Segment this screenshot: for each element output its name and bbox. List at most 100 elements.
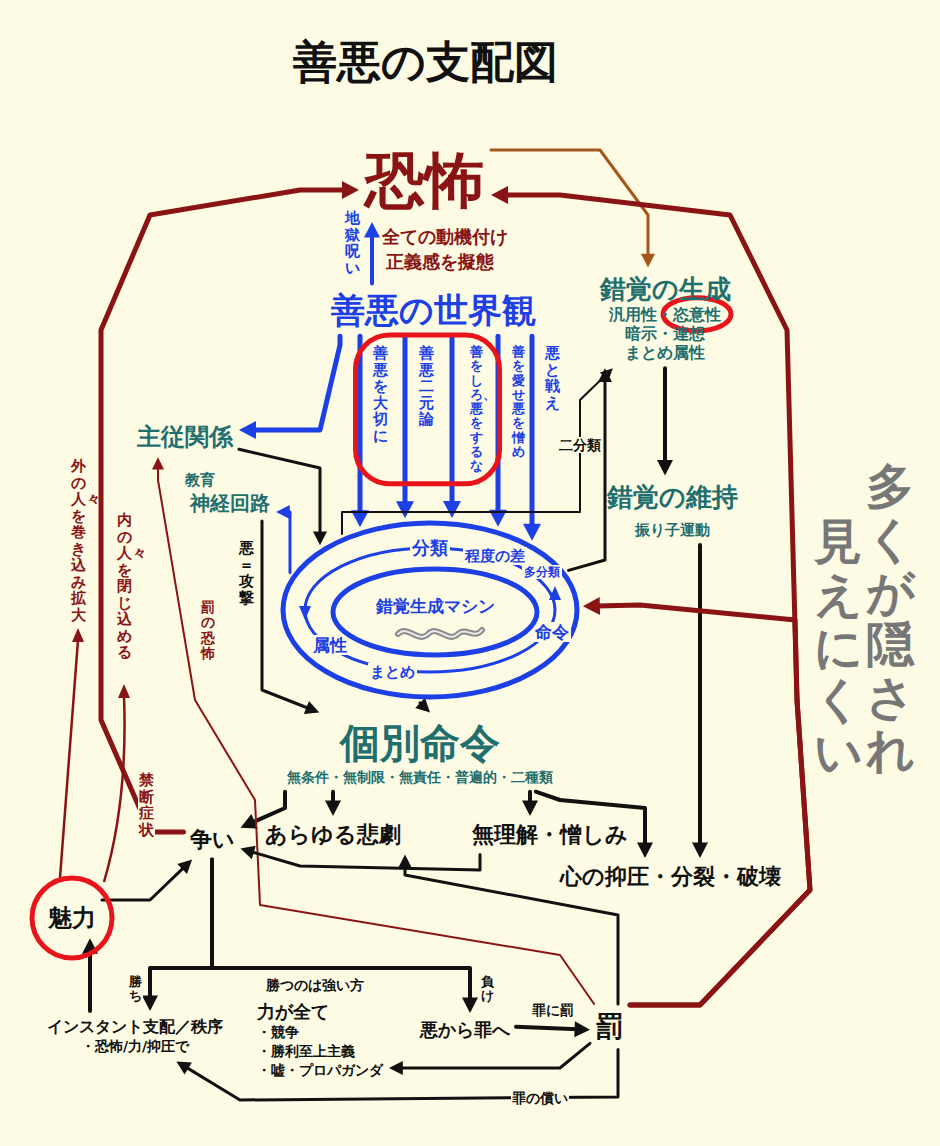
text-row: 無条件・無制限・無責任・普遍的・二種類: [287, 767, 553, 786]
edge-label: 罪に罰: [531, 1002, 575, 1019]
text-row: 神経回路: [190, 491, 270, 515]
node-text: 錯覚生成マシン: [374, 596, 497, 616]
connector-line: [403, 336, 408, 504]
node-text: あらゆる悲劇: [265, 822, 401, 848]
text-row: 善悪の世界観: [331, 290, 536, 331]
text-row: 力が全て: [257, 1001, 383, 1023]
highlight-circle: [32, 878, 112, 958]
arrowhead: [637, 843, 653, 858]
text-row: 個別命令: [287, 719, 553, 767]
node-text: ・競争: [257, 1024, 299, 1041]
connector: [657, 368, 673, 475]
node-text: 分類: [410, 537, 450, 559]
arrowhead: [176, 1061, 191, 1074]
node-text: ・勝利至上主義: [257, 1043, 355, 1060]
connector: [276, 505, 290, 573]
node-text: 錯覚の生成: [600, 274, 731, 305]
outer-people-note: 外の人々を巻き込み拡大: [70, 458, 87, 623]
arrowhead: [415, 698, 430, 713]
suppression-node: 心の抑圧・分裂・破壊: [557, 861, 784, 893]
node-text: 善悪の世界観: [331, 290, 536, 331]
node-text: まとめ属性: [625, 343, 705, 362]
arrowhead: [398, 854, 412, 868]
arrowhead: [522, 801, 538, 816]
connector: [523, 336, 541, 540]
edge-label: 善悪二元論: [418, 345, 435, 428]
arrowhead: [342, 181, 359, 199]
connector-line: [400, 1043, 590, 1068]
text-row: 振り子運動: [607, 513, 738, 539]
hidden-note: 多くが隠され: [865, 460, 915, 777]
highlight-marks: [32, 298, 731, 958]
arrowhead: [177, 859, 192, 874]
connector-line: [505, 195, 810, 1005]
connector-line: [370, 234, 374, 283]
connector-line: [698, 545, 702, 846]
leader-arrowhead: [72, 628, 84, 642]
text-row: 争い: [190, 827, 235, 853]
arrowhead: [583, 597, 600, 615]
node-text: まとめ: [368, 663, 417, 681]
arrowhead: [276, 505, 290, 519]
arrowhead: [364, 222, 380, 237]
text-row: 無理解・憎しみ: [472, 822, 628, 848]
text-row: 罰: [596, 1010, 624, 1044]
hatred-node: 無理解・憎しみ: [469, 819, 631, 851]
power-node: 力が全て・競争・勝利至上主義・嘘・プロパガンダ: [254, 998, 386, 1083]
node-text: ・嘘・プロパガンダ: [257, 1062, 383, 1079]
master-servant-node: 主従関係: [134, 420, 236, 455]
leader-arrow: [104, 696, 125, 882]
strong-wins-note: 勝つのは強い方: [265, 977, 365, 994]
node-text: 錯覚の維持: [607, 482, 738, 513]
inner-people-note: 内の人々を閉じ込める: [116, 512, 133, 661]
arrowhead: [462, 998, 478, 1013]
node-text: 心の抑圧・分裂・破壊: [560, 864, 781, 890]
arrowhead: [523, 524, 541, 541]
fear-node: 恐怖: [362, 141, 488, 219]
arrowhead: [600, 368, 613, 381]
leader-arrow: [60, 640, 78, 878]
node-text: 程度の差: [463, 547, 527, 565]
illusion-generation-node: 錯覚の生成汎用性・恣意性暗示・連想まとめ属性: [597, 271, 734, 366]
edge-label: 罰の恐怖: [200, 600, 216, 662]
node-text: 悪から罪へ: [420, 1019, 510, 1041]
attraction-node: 魅力: [45, 901, 99, 936]
hidden-note: 見えにくい: [813, 515, 863, 779]
connector: [152, 457, 594, 1004]
text-row: 悪から罪へ: [420, 1019, 510, 1041]
arrowhead: [692, 843, 708, 858]
node-text: 恐怖: [365, 144, 485, 216]
connector-line: [530, 336, 535, 527]
connector: [101, 181, 359, 832]
ellipse-border: [333, 569, 537, 655]
text-row: ・恐怖/力/抑圧で: [47, 1036, 223, 1055]
arrowhead: [389, 1061, 403, 1075]
node-text: 力が全て: [257, 1001, 329, 1023]
edge-label: 悪と戦え: [544, 345, 561, 411]
arrowhead: [657, 460, 673, 475]
neural-circuit-node: 神経回路: [187, 488, 273, 518]
node-text: 命令: [533, 622, 571, 642]
punishment-node: 罰: [593, 1007, 627, 1047]
node-text: 無条件・無制限・無責任・普遍的・二種類: [287, 769, 553, 786]
arrowhead: [304, 701, 319, 714]
edge-label: 善悪を大切に: [372, 345, 389, 444]
connector: [491, 150, 655, 268]
individual-command-node: 個別命令無条件・無制限・無責任・普遍的・二種類: [284, 716, 556, 789]
connector: [102, 859, 192, 900]
machine-ellipse: 分類程度の差多分類命令属性まとめ錯覚生成マシン: [280, 520, 580, 700]
node-text: 神経回路: [190, 491, 270, 515]
connector: [415, 698, 430, 713]
connector: [241, 846, 481, 870]
ellipse-border: [283, 523, 577, 697]
text-row: 錯覚の生成: [600, 274, 731, 305]
tragedy-node: あらゆる悲劇: [262, 819, 404, 851]
arrowhead: [641, 254, 655, 268]
node-text: 個別命令: [340, 719, 500, 767]
node-text: 汎用性・: [609, 305, 673, 324]
node-text: 振り子運動: [635, 521, 710, 539]
node-text: 暗示・連想: [625, 324, 705, 343]
text-row: あらゆる悲劇: [265, 822, 401, 848]
connector-line: [158, 467, 594, 1004]
